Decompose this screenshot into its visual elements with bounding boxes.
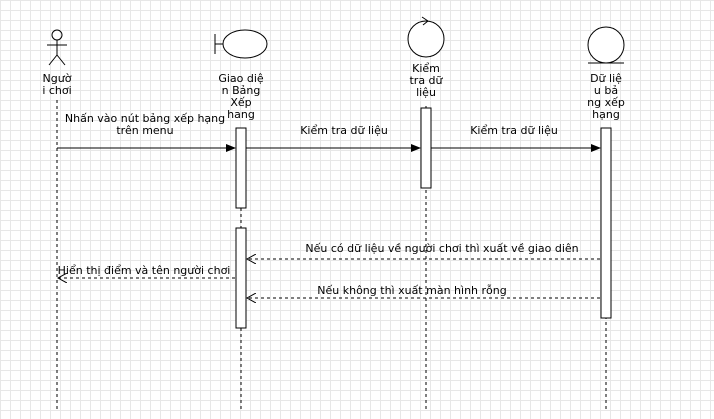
message-label-4: Nếu có dữ liệu về người chơi thì xuất về… <box>292 243 592 255</box>
boundary-icon <box>214 29 268 59</box>
activation-check <box>420 107 432 189</box>
activation-data <box>600 127 612 319</box>
message-label-line: Kiểm tra dữ liệu <box>470 124 558 137</box>
actor-icon <box>47 29 67 66</box>
activation-ui-2 <box>235 227 247 329</box>
message-label-line: Kiểm tra dữ liệu <box>300 124 388 137</box>
participant-name-line: Giao diệ <box>218 72 264 85</box>
participant-name-check: Kiểm tra dữ liệu <box>391 63 461 99</box>
participant-name-line: u bả <box>593 84 619 97</box>
participant-name-line: Ngườ <box>42 72 72 85</box>
message-label-line: Nếu không thì xuất màn hình rỗng <box>317 284 507 297</box>
message-label-5: Hiển thị điểm và tên người chơi <box>14 265 274 277</box>
message-label-line: trên menu <box>116 124 174 137</box>
participant-name-line: ng xếp <box>587 96 625 109</box>
participant-name-line: liệu <box>416 86 436 99</box>
message-label-6: Nếu không thì xuất màn hình rỗng <box>282 285 542 297</box>
control-icon <box>407 16 445 58</box>
participant-name-line: i chơi <box>42 84 72 97</box>
participant-name-ui: Giao diệ n Bảng Xếp hang <box>206 73 276 121</box>
message-label-1: Nhấn vào nút bảng xếp hạng trên menu <box>15 113 275 137</box>
activation-ui-1 <box>235 127 247 209</box>
message-label-line: Nhấn vào nút bảng xếp hạng <box>64 112 226 125</box>
participant-name-line: Dữ liệ <box>590 72 622 85</box>
participant-name-player: Ngườ i chơi <box>22 73 92 97</box>
entity-icon <box>587 26 625 64</box>
message-label-line: Hiển thị điểm và tên người chơi <box>57 264 231 277</box>
participant-name-data: Dữ liệ u bả ng xếp hạng <box>571 73 641 121</box>
participant-name-line: hang <box>227 108 255 121</box>
message-label-3: Kiểm tra dữ liệu <box>384 125 644 137</box>
participant-name-line: Kiểm <box>412 62 440 75</box>
participant-name-line: Xếp <box>230 96 252 109</box>
participant-name-line: hạng <box>592 108 620 121</box>
participant-name-line: tra dữ <box>409 74 443 87</box>
message-label-line: Nếu có dữ liệu về người chơi thì xuất về… <box>305 242 579 255</box>
message-label-2: Kiểm tra dữ liệu <box>214 125 474 137</box>
participant-name-line: n Bảng <box>221 84 261 97</box>
